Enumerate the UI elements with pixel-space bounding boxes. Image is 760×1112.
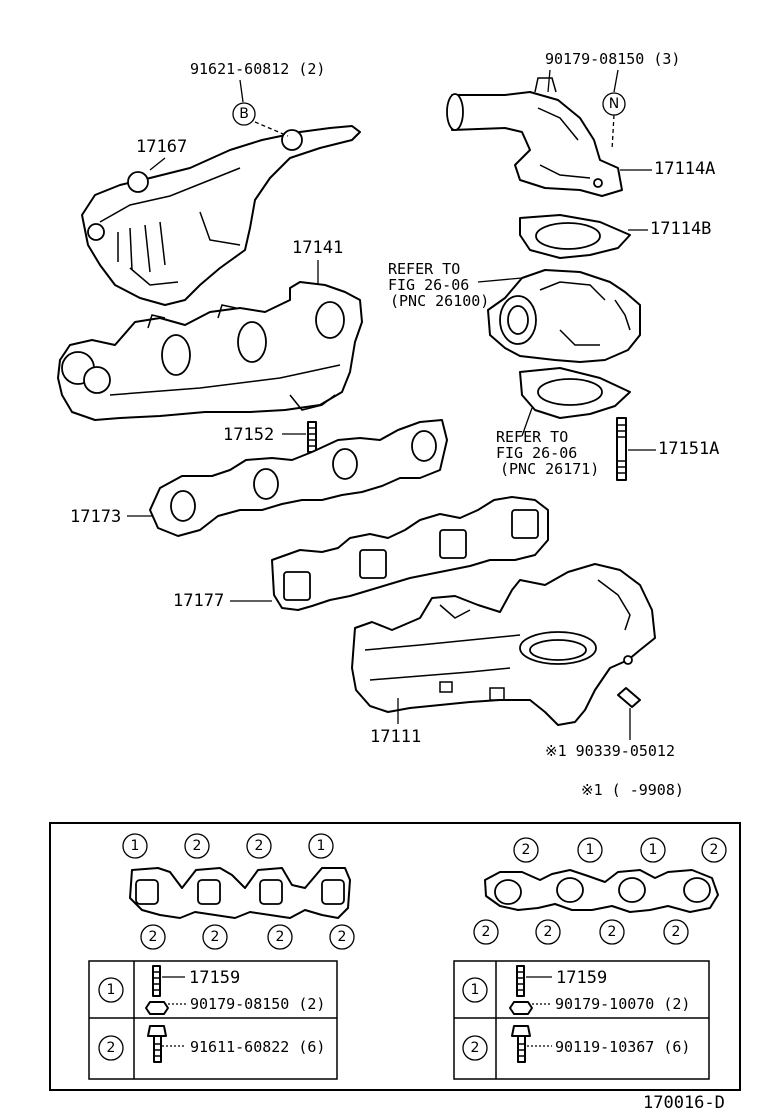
- left-marker-2-f: 2: [329, 924, 355, 950]
- gasket-17177[interactable]: [271, 496, 549, 611]
- right-marker-2-b: 2: [701, 837, 727, 863]
- stud-17151a[interactable]: [616, 417, 627, 481]
- left-marker-2-b: 2: [246, 833, 272, 859]
- svg-text:2: 2: [522, 842, 531, 858]
- heat-insulator-17167[interactable]: [81, 125, 361, 306]
- svg-text:2: 2: [710, 842, 719, 858]
- label-91621-60812: 91621-60812 (2): [190, 60, 325, 78]
- right-table-17159: 17159: [556, 968, 607, 988]
- ref-text-2-line3: (PNC 26171): [500, 460, 599, 478]
- right-marker-2-f: 2: [663, 919, 689, 945]
- svg-text:1: 1: [649, 842, 658, 858]
- svg-text:2: 2: [276, 929, 285, 945]
- thermostat-gasket[interactable]: [519, 367, 631, 419]
- left-table-marker-2: 2: [98, 1035, 124, 1061]
- svg-text:1: 1: [317, 838, 326, 854]
- ref-text-2-line1: REFER TO: [496, 428, 568, 446]
- label-17141: 17141: [292, 238, 343, 258]
- flange-bolt-icon-right: [511, 1025, 531, 1063]
- svg-text:1: 1: [471, 982, 480, 998]
- svg-text:2: 2: [672, 924, 681, 940]
- stud-17152[interactable]: [307, 421, 317, 453]
- right-marker-1-a: 1: [577, 837, 603, 863]
- gasket-17173[interactable]: [149, 419, 448, 537]
- left-marker-2-d: 2: [202, 924, 228, 950]
- right-marker-1-b: 1: [640, 837, 666, 863]
- flange-nut-icon-right: [509, 1001, 533, 1015]
- ref-text-1-line3: (PNC 26100): [390, 292, 489, 310]
- svg-text:2: 2: [544, 924, 553, 940]
- label-17167: 17167: [136, 137, 187, 157]
- thermostat-housing[interactable]: [487, 269, 641, 363]
- label-17114a: 17114A: [654, 159, 715, 179]
- pin-90339-05012[interactable]: [617, 687, 641, 708]
- left-marker-1-b: 1: [308, 833, 334, 859]
- left-table-marker-1: 1: [98, 977, 124, 1003]
- right-table-marker-2: 2: [462, 1035, 488, 1061]
- marker-n-icon: N: [602, 92, 626, 116]
- svg-text:1: 1: [586, 842, 595, 858]
- svg-text:2: 2: [193, 838, 202, 854]
- left-marker-2-a: 2: [184, 833, 210, 859]
- ref-text-1-line2: FIG 26-06: [388, 276, 469, 294]
- right-marker-2-e: 2: [599, 919, 625, 945]
- marker-b-icon: B: [232, 102, 256, 126]
- bolt-table-frame: [49, 822, 741, 1091]
- svg-text:2: 2: [608, 924, 617, 940]
- svg-text:2: 2: [338, 929, 347, 945]
- svg-text:N: N: [609, 96, 619, 112]
- gasket-17114b[interactable]: [519, 214, 631, 259]
- label-17177: 17177: [173, 591, 224, 611]
- right-marker-2-c: 2: [473, 919, 499, 945]
- svg-text:2: 2: [482, 924, 491, 940]
- right-table-90179-10070: 90179-10070 (2): [555, 995, 690, 1013]
- intake-manifold-17111[interactable]: [351, 563, 656, 726]
- svg-text:2: 2: [149, 929, 158, 945]
- figure-code: 170016-D: [643, 1093, 725, 1112]
- label-90339-05012: ※1 90339-05012: [545, 742, 675, 760]
- exhaust-manifold-17141[interactable]: [57, 281, 363, 421]
- flange-nut-icon: [145, 1001, 169, 1015]
- stud-bolt-icon: [152, 965, 161, 997]
- label-17111: 17111: [370, 727, 421, 747]
- svg-text:2: 2: [471, 1040, 480, 1056]
- left-marker-2-e: 2: [267, 924, 293, 950]
- label-17173: 17173: [70, 507, 121, 527]
- right-bolt-table: [453, 960, 710, 1080]
- right-marker-2-a: 2: [513, 837, 539, 863]
- svg-text:1: 1: [107, 982, 116, 998]
- right-marker-2-d: 2: [535, 919, 561, 945]
- left-table-90179-08150: 90179-08150 (2): [190, 995, 325, 1013]
- ref-text-2-line2: FIG 26-06: [496, 444, 577, 462]
- label-17151a: 17151A: [658, 439, 719, 459]
- svg-text:2: 2: [211, 929, 220, 945]
- note-9908: ※1 ( -9908): [581, 781, 684, 799]
- right-table-90119-10367: 90119-10367 (6): [555, 1038, 690, 1056]
- stud-bolt-icon-right: [516, 965, 525, 997]
- right-gasket-sketch: [484, 869, 719, 913]
- svg-text:2: 2: [255, 838, 264, 854]
- label-17114b: 17114B: [650, 219, 711, 239]
- left-table-91611-60822: 91611-60822 (6): [190, 1038, 325, 1056]
- left-gasket-sketch: [129, 867, 351, 919]
- svg-text:B: B: [239, 106, 249, 122]
- svg-text:1: 1: [131, 838, 140, 854]
- right-table-marker-1: 1: [462, 977, 488, 1003]
- left-marker-2-c: 2: [140, 924, 166, 950]
- left-bolt-table: [88, 960, 338, 1080]
- label-17152: 17152: [223, 425, 274, 445]
- left-marker-1-a: 1: [122, 833, 148, 859]
- water-outlet-17114a[interactable]: [446, 77, 623, 197]
- label-90179-08150: 90179-08150 (3): [545, 50, 680, 68]
- left-table-17159: 17159: [189, 968, 240, 988]
- svg-text:2: 2: [107, 1040, 116, 1056]
- ref-text-1-line1: REFER TO: [388, 260, 460, 278]
- flange-bolt-icon: [147, 1025, 167, 1063]
